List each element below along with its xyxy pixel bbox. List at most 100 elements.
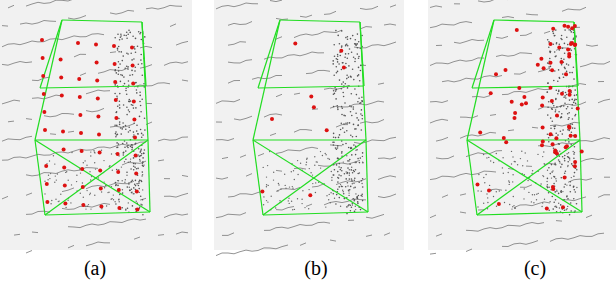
lidar-point [355, 169, 357, 171]
sampled-point [580, 150, 584, 154]
sampled-point [510, 100, 514, 104]
lidar-point [358, 41, 360, 43]
lidar-point [335, 203, 337, 205]
lidar-point [536, 194, 537, 195]
sampled-point [62, 148, 66, 152]
lidar-point [548, 137, 550, 139]
lidar-point [140, 151, 142, 153]
lidar-point [570, 181, 572, 183]
lidar-point [128, 202, 129, 203]
lidar-point [352, 136, 354, 138]
scan-line [216, 122, 222, 123]
sampled-point [522, 95, 526, 99]
scan-line [526, 14, 538, 16]
lidar-point [86, 165, 87, 166]
sampled-point [478, 131, 482, 135]
lidar-point [502, 167, 503, 168]
lidar-point [566, 108, 568, 110]
lidar-point [547, 134, 549, 136]
lidar-point [558, 143, 560, 145]
lidar-point [358, 67, 360, 69]
lidar-point [119, 39, 121, 41]
lidar-point [490, 160, 491, 161]
lidar-point [562, 47, 564, 49]
lidar-point [143, 161, 144, 162]
lidar-point [133, 58, 135, 60]
lidar-point [569, 72, 571, 74]
lidar-point [142, 174, 143, 175]
lidar-point [347, 36, 349, 38]
sampled-point [568, 89, 572, 93]
lidar-point [562, 129, 564, 131]
lidar-point [536, 199, 537, 200]
sampled-point [260, 190, 264, 194]
lidar-point [335, 30, 337, 32]
lidar-point [566, 37, 568, 39]
lidar-point [120, 34, 122, 36]
lidar-point [58, 201, 59, 202]
lidar-point [570, 210, 572, 212]
lidar-point [357, 125, 359, 127]
lidar-point [358, 195, 360, 197]
sampled-point [504, 140, 508, 144]
lidar-point [525, 152, 526, 153]
lidar-point [342, 186, 343, 187]
lidar-point [136, 168, 138, 170]
lidar-point [352, 172, 354, 174]
lidar-point [141, 133, 143, 135]
lidar-point [562, 133, 564, 135]
lidar-point [333, 44, 335, 46]
lidar-point [564, 103, 566, 105]
scan-line [508, 129, 514, 131]
lidar-point [572, 123, 574, 125]
lidar-point [294, 209, 295, 210]
lidar-point [133, 193, 134, 194]
lidar-point [354, 199, 356, 201]
lidar-point [126, 171, 128, 173]
lidar-point [352, 204, 353, 205]
lidar-point [351, 147, 353, 149]
lidar-point [125, 150, 127, 152]
scan-line [550, 233, 604, 241]
scan-line [378, 194, 396, 198]
scan-line [276, 147, 318, 153]
lidar-point [322, 155, 323, 156]
lidar-point [509, 204, 510, 205]
lidar-point [131, 144, 133, 146]
lidar-point [278, 183, 279, 184]
lidar-point [351, 154, 353, 156]
lidar-point [569, 157, 571, 159]
lidar-point [328, 199, 329, 200]
lidar-point [142, 165, 144, 167]
scan-line [490, 114, 496, 116]
sampled-point [568, 93, 572, 97]
lidar-point [553, 126, 555, 128]
lidar-point [553, 183, 555, 185]
lidar-point [512, 156, 513, 157]
scan-line [216, 178, 228, 180]
lidar-point [139, 206, 141, 208]
lidar-point [503, 173, 504, 174]
lidar-point [356, 94, 358, 96]
lidar-point [563, 186, 565, 188]
lidar-point [487, 202, 488, 203]
lidar-point [127, 186, 129, 188]
lidar-point [130, 146, 132, 148]
lidar-point [555, 132, 557, 134]
lidar-point [362, 118, 364, 120]
lidar-point [357, 53, 359, 55]
lidar-point [555, 98, 557, 100]
lidar-point [353, 106, 355, 108]
lidar-point [551, 164, 553, 166]
sampled-point [561, 205, 565, 209]
lidar-point [360, 209, 362, 211]
sampled-point [339, 49, 343, 53]
lidar-point [360, 195, 362, 197]
lidar-point [514, 161, 515, 162]
lidar-point [136, 201, 137, 202]
lidar-point [354, 128, 356, 130]
scan-line [26, 168, 98, 176]
lidar-point [116, 169, 118, 171]
lidar-point [115, 136, 117, 138]
scan-line [14, 234, 20, 236]
